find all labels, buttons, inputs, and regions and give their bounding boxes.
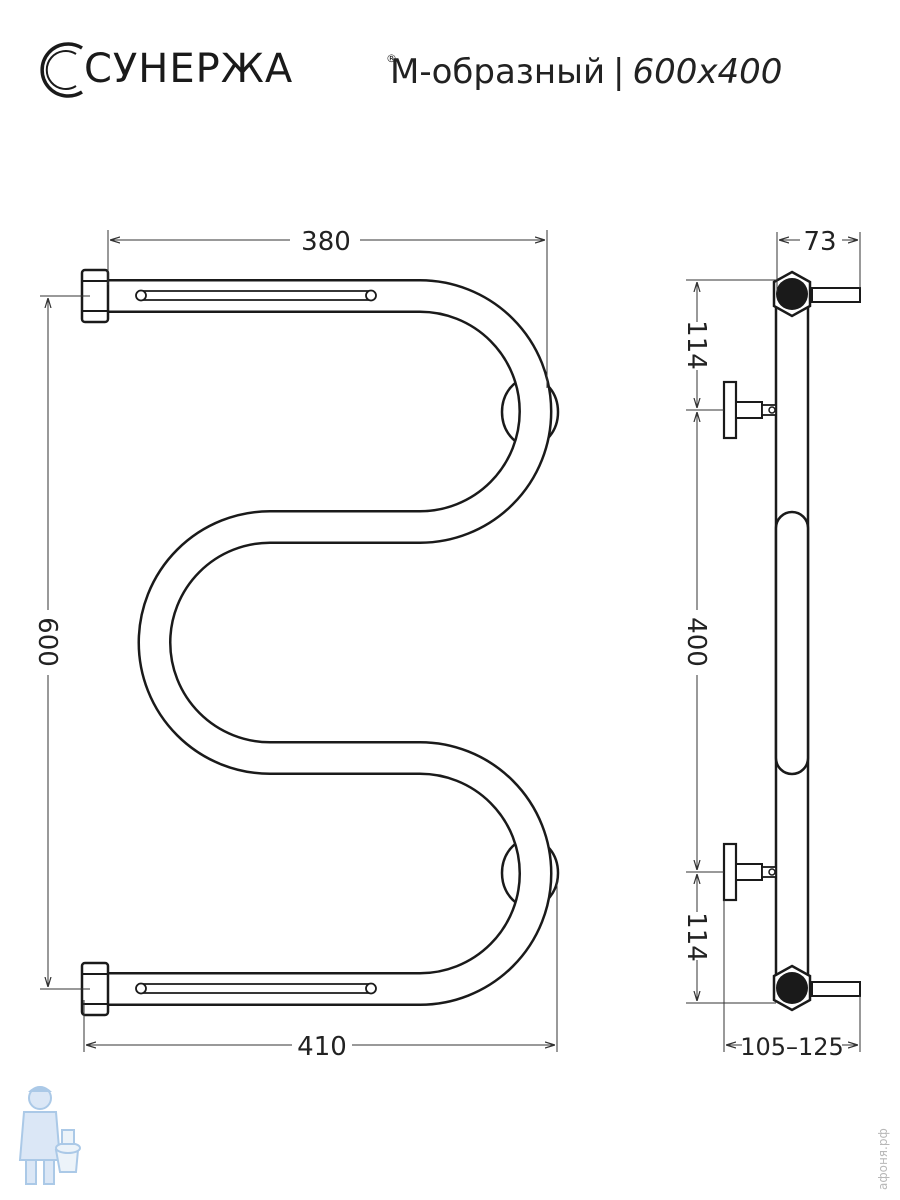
side-bracket-top-icon [722, 380, 777, 440]
dim-height: 600 [32, 295, 90, 990]
dim-side-top-offset-label: 114 [681, 320, 711, 370]
model-title: М-образный|600x400 [390, 52, 782, 92]
side-bracket-bottom-icon [722, 842, 777, 902]
dim-height-label: 600 [32, 617, 62, 667]
dim-top-width: 380 [107, 227, 548, 388]
dim-side-depth: 73 [776, 227, 861, 292]
dim-side-depth-label: 73 [803, 227, 836, 257]
pipe-slot-top [135, 289, 377, 302]
watermark-text: афоня.рф [876, 1128, 890, 1190]
side-view: 73 114 400 114 105–125 [681, 227, 861, 1061]
plumber-mascot-icon [18, 1086, 81, 1185]
side-connector-bottom-icon [772, 964, 861, 1012]
dim-side-bottom-offset-label: 114 [681, 912, 711, 962]
pipe-body [100, 281, 550, 1004]
dim-side-bottom-offset: 114 [681, 874, 711, 1001]
brand-registered-mark: ® [386, 52, 397, 65]
dim-side-center: 400 [681, 412, 711, 870]
brand-logo: СУНЕРЖА ® [28, 30, 397, 110]
front-view: 380 410 600 [32, 227, 560, 1062]
dim-side-wall-gap-label: 105–125 [740, 1033, 844, 1061]
dim-top-width-label: 380 [301, 227, 351, 257]
brand-c-arc-icon [40, 42, 83, 98]
dim-bottom-width-label: 410 [297, 1032, 347, 1062]
nut-top-icon [80, 268, 110, 324]
pipe-slot-bottom [135, 982, 377, 995]
model-type: М-образный [390, 52, 606, 92]
side-pipe-highlight [774, 510, 810, 776]
dim-side-top-offset: 114 [681, 282, 711, 408]
dim-side-wall-gap: 105–125 [723, 900, 861, 1061]
dim-bottom-width: 410 [83, 880, 558, 1062]
side-connector-top-icon [772, 270, 861, 318]
model-separator: | [613, 52, 625, 92]
brand-name: СУНЕРЖА [84, 46, 294, 92]
model-size: 600x400 [632, 52, 783, 92]
dim-side-center-label: 400 [681, 617, 711, 667]
